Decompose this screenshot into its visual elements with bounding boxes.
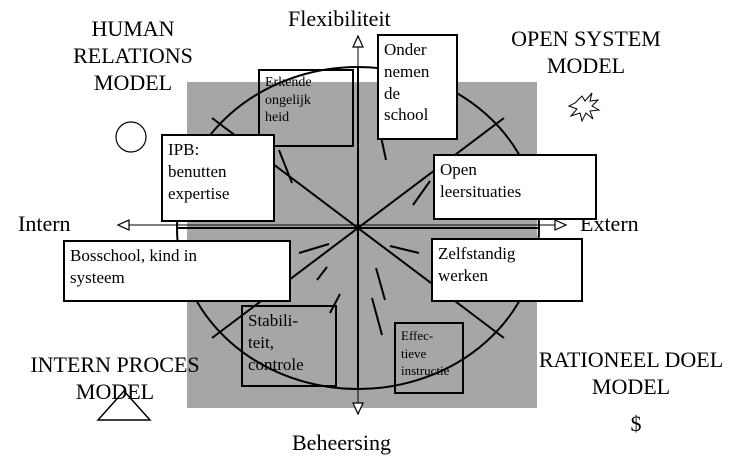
circle-icon [115,121,147,153]
dollar-symbol: $ [630,411,642,436]
splash-icon [567,92,601,123]
axis-label-left: Intern [18,211,71,236]
box-onderzoek: Onder nemen de school [377,34,458,140]
axis-label-bottom: Beheersing [292,430,391,455]
quadrant-label-rationeel-doel: RATIONEEL DOEL MODEL [538,347,724,399]
box-open: Open leersituaties [433,154,597,220]
box-bosschool: Bosschool, kind in systeem [63,240,291,302]
box-effectieve: Effec- tieve instructie [394,322,464,394]
sector-ticks [278,131,431,336]
box-zelfstandig: Zelfstandig werken [431,238,583,302]
quadrant-label-human-relations: HUMAN RELATIONS MODEL [73,16,193,95]
quadrant-label-intern-proces: INTERN PROCES MODEL [30,352,200,404]
box-stabiliteit: Stabili- teit, controle [241,305,337,387]
box-erkende: Erkende ongelijk heid [258,69,354,147]
axis-label-top: Flexibiliteit [288,6,391,31]
box-ipb: IPB: benutten expertise [161,134,275,222]
quadrant-label-open-system: OPEN SYSTEM MODEL [511,26,661,78]
triangle-icon [96,389,152,421]
